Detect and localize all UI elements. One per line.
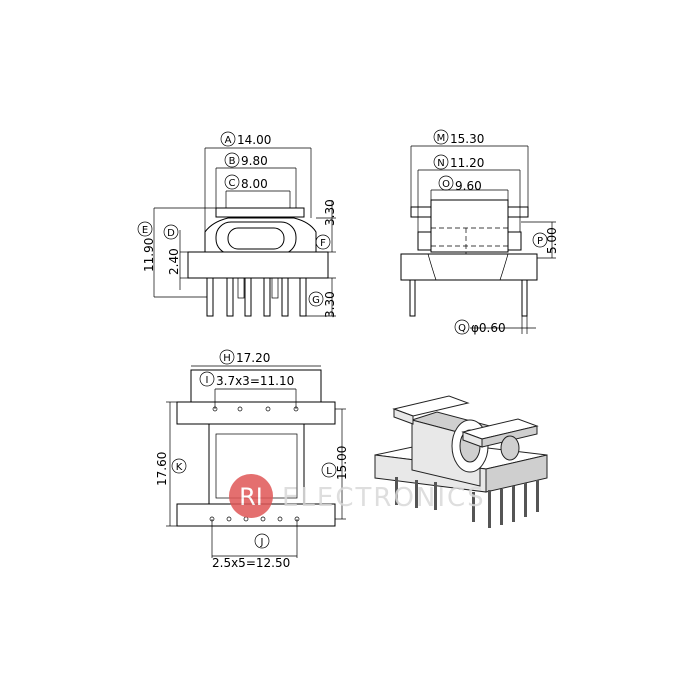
side-right-top-flange: [507, 206, 529, 218]
front-top-flange: [215, 207, 305, 218]
label-A: A 14.00: [220, 131, 271, 147]
dim-F-value: 3.30: [323, 199, 337, 226]
label-I-letter: I: [206, 375, 209, 386]
label-H-letter: H: [223, 353, 231, 364]
label-L: L 15.00: [321, 446, 349, 480]
side-left-mid-flange: [417, 231, 432, 251]
dim-B-value: 9.80: [241, 154, 268, 168]
label-F-letter: F: [320, 238, 326, 249]
label-Q: Q φ0.60: [454, 319, 506, 335]
dim-E-value: 11.90: [142, 238, 156, 272]
label-K: K 17.60: [155, 452, 187, 486]
dim-Q-value: φ0.60: [471, 321, 506, 335]
label-K-letter: K: [176, 462, 183, 473]
label-G-letter: G: [312, 295, 320, 306]
dim-I-value: 3.7x3=11.10: [216, 374, 294, 388]
label-B: B 9.80: [224, 152, 268, 168]
iso-pins: [395, 477, 539, 528]
dim-M-value: 15.30: [450, 132, 484, 146]
front-base: [187, 251, 329, 279]
label-L-letter: L: [326, 466, 332, 477]
label-E-letter: E: [142, 225, 148, 236]
dim-L-value: 15.00: [335, 446, 349, 480]
label-J-letter: J: [260, 537, 264, 548]
side-right-pin: [521, 279, 528, 317]
side-view: M 15.30 N 11.20 O 9.60 P 5.00 Q φ0.60: [400, 129, 559, 335]
dim-D-value: 2.40: [167, 248, 181, 275]
label-D-letter: D: [167, 228, 175, 239]
watermark-badge-text: RI: [239, 483, 263, 511]
bottom-view: H 17.20 I 3.7x3=11.10 K 17.60 L 15.00 J …: [155, 349, 349, 570]
label-C-letter: C: [229, 178, 236, 189]
label-Q-letter: Q: [458, 323, 466, 334]
front-core-window-inner: [227, 227, 285, 250]
dim-A-value: 14.00: [237, 133, 271, 147]
label-M-letter: M: [437, 133, 446, 144]
label-O: O 9.60: [438, 175, 482, 193]
watermark-text: ELECTRONICS: [282, 483, 486, 513]
side-core: [430, 199, 509, 253]
label-P: P 5.00: [532, 227, 559, 254]
label-F: F 3.30: [315, 199, 337, 250]
label-B-letter: B: [229, 156, 236, 167]
watermark: RI ELECTRONICS: [229, 474, 486, 518]
dim-O-value: 9.60: [455, 179, 482, 193]
label-A-letter: A: [225, 135, 232, 146]
label-J: J 2.5x5=12.50: [212, 533, 290, 570]
dim-G-value: 3.30: [323, 291, 337, 318]
side-right-mid-flange: [507, 231, 522, 251]
label-P-letter: P: [537, 236, 543, 247]
dim-P-value: 5.00: [545, 227, 559, 254]
dim-J-value: 2.5x5=12.50: [212, 556, 290, 570]
label-C: C 8.00: [224, 174, 268, 191]
label-N: N 11.20: [433, 154, 484, 170]
label-M: M 15.30: [433, 129, 484, 146]
label-D: D 2.40: [163, 224, 181, 275]
dim-K-value: 17.60: [155, 452, 169, 486]
bottom-upper-flange: [176, 401, 336, 425]
isometric-view: [374, 395, 548, 528]
label-G: G 3.30: [308, 291, 337, 318]
label-O-letter: O: [442, 179, 450, 190]
front-pins: [206, 277, 307, 317]
dim-H-value: 17.20: [236, 351, 270, 365]
label-H: H 17.20: [219, 349, 270, 365]
side-left-top-flange: [410, 206, 432, 218]
label-N-letter: N: [437, 158, 444, 169]
label-I: I 3.7x3=11.10: [199, 371, 294, 388]
dim-N-value: 11.20: [450, 156, 484, 170]
watermark-badge: [229, 474, 273, 518]
side-base: [400, 253, 538, 281]
dim-C-value: 8.00: [241, 177, 268, 191]
label-E: E 11.90: [137, 221, 156, 272]
front-view: A 14.00 B 9.80 C 8.00 E 11.90 D 2.40 F 3…: [137, 131, 337, 318]
side-left-pin: [409, 279, 416, 317]
